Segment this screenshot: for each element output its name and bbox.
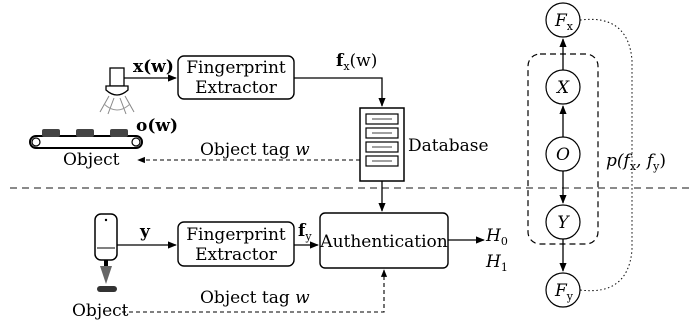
node-y-label: Y	[557, 213, 570, 233]
arrow-object-tag-to-authentication	[122, 269, 388, 313]
conveyor-icon	[29, 129, 143, 149]
extractor-top-line2: Extractor	[195, 78, 278, 98]
object-param-label: o(w)	[136, 116, 178, 136]
hypothesis-h1: H1	[485, 252, 508, 274]
phone-camera-icon	[94, 213, 118, 292]
signal-y-label: y	[139, 222, 151, 242]
camera-icon	[99, 67, 135, 115]
fingerprint-x-label: fx(w)	[336, 51, 377, 73]
hypothesis-h0: H0	[485, 226, 508, 248]
joint-distribution-label: p(fx, fy)	[606, 151, 666, 173]
node-fy	[545, 272, 581, 308]
fingerprint-y-label: fy	[298, 221, 312, 243]
extractor-top-line1: Fingerprint	[186, 58, 286, 78]
authentication-label: Authentication	[319, 232, 447, 252]
enrollment-tag-label: Object tag w	[200, 140, 310, 160]
extractor-bottom-line1: Fingerprint	[186, 225, 286, 245]
node-fy-label: Fy	[554, 281, 574, 303]
arrow-extractor-to-database	[294, 77, 386, 107]
enrollment-object-label: Object	[63, 150, 120, 170]
authentication-object-label: Object	[72, 301, 129, 321]
database-icon	[359, 107, 405, 182]
database-label: Database	[408, 136, 489, 156]
authentication-tag-label: Object tag w	[200, 288, 310, 308]
signal-x-label: x(w)	[133, 57, 174, 77]
node-x-label: X	[555, 78, 570, 98]
fingerprint-extractor-bottom	[177, 221, 295, 267]
extractor-bottom-line2: Extractor	[195, 245, 278, 265]
node-o-label: O	[556, 145, 570, 165]
node-fx-label: Fx	[554, 11, 574, 33]
